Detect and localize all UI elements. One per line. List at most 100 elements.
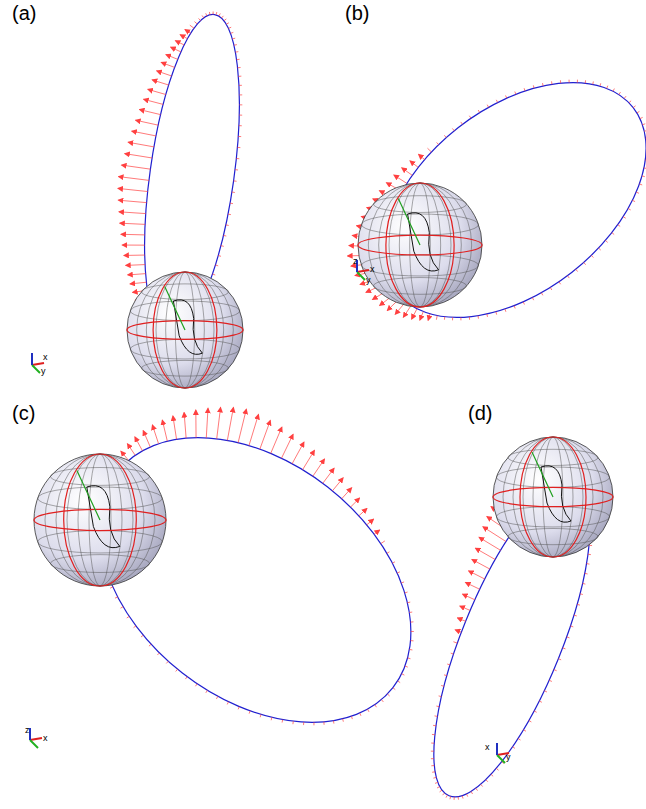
longitude-line <box>368 183 471 307</box>
force-arrow <box>171 47 181 52</box>
continent-outline <box>541 466 571 522</box>
force-arrow <box>624 96 626 98</box>
force-arrow <box>436 316 438 320</box>
longitude-line <box>45 454 155 586</box>
force-arrow <box>481 784 483 786</box>
force-arrow <box>238 136 241 137</box>
force-arrow <box>433 777 436 779</box>
latitude-line <box>50 555 149 573</box>
force-arrow <box>559 282 561 284</box>
force-arrow <box>443 793 445 795</box>
force-arrow <box>234 44 237 46</box>
force-arrow <box>234 180 237 181</box>
x-axis <box>30 738 42 740</box>
force-arrow <box>431 765 434 766</box>
force-arrow <box>504 309 506 312</box>
force-arrow <box>486 780 488 782</box>
force-arrow <box>128 142 154 147</box>
force-arrow <box>221 16 223 18</box>
force-arrow <box>409 612 412 613</box>
force-arrow <box>619 92 621 95</box>
force-arrow <box>405 592 408 594</box>
force-arrow <box>533 85 535 88</box>
force-arrow <box>120 223 145 224</box>
force-arrow <box>444 135 446 137</box>
force-arrow <box>230 32 233 33</box>
force-arrow <box>166 55 178 60</box>
force-arrow <box>230 203 233 205</box>
orbit-path <box>340 35 646 365</box>
force-arrow <box>143 431 150 447</box>
force-arrow <box>411 640 414 641</box>
force-arrow <box>577 604 580 606</box>
force-arrow <box>420 312 423 321</box>
force-arrow <box>235 51 238 53</box>
y-axis <box>32 365 40 373</box>
force-arrow <box>303 722 304 725</box>
force-arrow <box>623 217 626 219</box>
force-arrow <box>469 571 485 579</box>
force-arrow <box>350 498 359 507</box>
force-arrow <box>219 13 221 16</box>
force-arrow <box>569 80 570 83</box>
force-arrow <box>605 240 607 242</box>
force-arrow <box>469 116 471 118</box>
force-arrow <box>455 630 461 632</box>
force-arrow <box>475 548 495 559</box>
longitude-line <box>379 183 462 307</box>
force-arrow <box>144 99 164 104</box>
force-arrow <box>237 147 240 148</box>
meridian <box>386 183 454 307</box>
force-arrow <box>628 208 631 209</box>
force-arrow <box>195 410 196 438</box>
force-arrow <box>148 89 166 94</box>
force-arrow <box>271 717 273 720</box>
force-arrow <box>460 317 461 320</box>
longitude-line <box>533 437 573 557</box>
force-arrow <box>633 106 635 108</box>
force-arrow <box>239 104 242 105</box>
panel-label: (c) <box>12 402 35 425</box>
force-arrow <box>374 530 380 534</box>
force-arrow <box>491 774 493 776</box>
latitude-line <box>508 528 598 544</box>
force-arrow <box>436 706 439 708</box>
force-arrow <box>121 234 145 236</box>
y-axis <box>357 272 365 280</box>
force-arrow <box>518 738 521 740</box>
force-arrow <box>115 597 118 598</box>
force-arrow <box>239 85 242 86</box>
force-arrow <box>173 416 177 439</box>
force-arrow <box>213 11 214 14</box>
force-arrow <box>539 701 542 702</box>
force-arrow <box>439 695 442 697</box>
force-arrow <box>367 519 374 525</box>
meridian <box>520 437 586 557</box>
panel-label: (d) <box>468 402 492 425</box>
force-arrow <box>639 184 642 185</box>
force-arrow <box>570 625 573 627</box>
meridian <box>153 272 217 388</box>
force-arrow <box>303 450 315 469</box>
force-arrow <box>199 18 201 20</box>
force-arrow <box>236 158 239 159</box>
latitude-line <box>50 468 149 486</box>
longitude-line <box>146 272 223 388</box>
force-arrow <box>157 653 159 655</box>
longitude-line <box>156 272 214 388</box>
force-arrow <box>381 700 383 702</box>
force-arrow <box>394 175 407 183</box>
force-arrow <box>433 725 436 726</box>
force-arrow <box>185 30 191 34</box>
force-arrow <box>644 130 646 132</box>
force-arrow <box>584 262 586 264</box>
force-arrow <box>432 734 435 735</box>
force-arrow <box>237 59 240 60</box>
x-axis <box>357 270 369 272</box>
axis-label: y <box>506 752 511 762</box>
latitude-line <box>508 449 598 465</box>
force-arrow <box>397 572 400 573</box>
force-arrow <box>206 690 208 693</box>
force-arrow <box>405 666 408 667</box>
